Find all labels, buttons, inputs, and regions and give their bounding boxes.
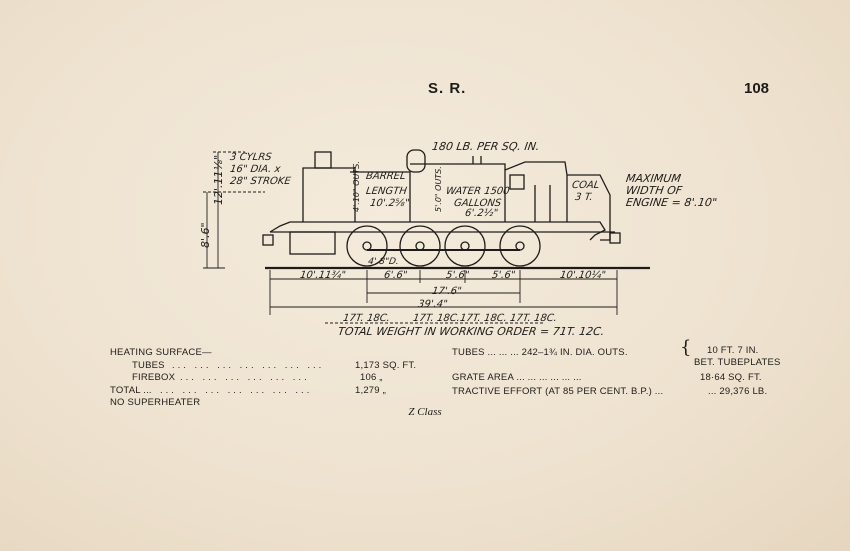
- boiler-pressure-label: 180 LB. PER SQ. IN.: [431, 140, 541, 153]
- wheel-diameter-label: 4'.8"D.: [367, 257, 400, 267]
- tubes-length-value: 10 FT. 7 IN.: [707, 345, 759, 356]
- tubes-leader: ... ... ... ... ... ... ...: [172, 359, 325, 371]
- barrel-length-label: LENGTH: [365, 186, 408, 197]
- axle-load-1: 17T. 18C.: [342, 313, 391, 324]
- boiler-height-label: 8'.6": [199, 222, 212, 248]
- grate-area-value: 18·64 SQ. FT.: [700, 372, 762, 383]
- tubes-value: 1,173 SQ. FT.: [355, 359, 417, 371]
- tractive-effort-value: ... 29,376 LB.: [708, 386, 768, 397]
- total-wheelbase-dim: 17'.6": [431, 286, 463, 297]
- front-overhang-dim: 10'.11¾": [299, 270, 347, 281]
- overall-length-dim: 39'.4": [417, 299, 449, 310]
- tubes-dimensions-label: TUBES ... ... ... 242–1¾ IN. DIA. OUTS.: [452, 347, 628, 358]
- total-leader: ... ... ... ... ... ... ...: [160, 384, 313, 396]
- cylinders-label-2: 16" DIA. x: [229, 164, 282, 175]
- heating-surface-heading: HEATING SURFACE—: [110, 347, 212, 358]
- axle-load-2: 17T. 18C.: [412, 313, 461, 324]
- rear-overhang-dim: 10'.10¼": [559, 270, 607, 281]
- class-caption: Z Class: [408, 406, 442, 418]
- water-capacity-label: WATER 1500: [445, 186, 511, 197]
- firebox-diameter-label: 5'.0" OUTS.: [434, 166, 443, 212]
- tank-length-label: 6'.2½": [464, 208, 499, 219]
- barrel-diameter-label: 4'.10" OUTS.: [352, 161, 361, 212]
- firebox-label: FIREBOX: [132, 372, 176, 383]
- max-width-label-3: ENGINE = 8'.10": [625, 196, 718, 209]
- total-label: TOTAL ...: [110, 384, 152, 396]
- firebox-leader: ... ... ... ... ... ...: [180, 372, 310, 383]
- tubes-length-note: BET. TUBEPLATES: [694, 357, 781, 368]
- wheelbase-dim-2: 5'.6": [445, 270, 471, 281]
- axle-load-4: 17T. 18C.: [509, 313, 558, 324]
- coal-amount-label: 3 T.: [574, 192, 594, 203]
- grate-area-label: GRATE AREA ... ... ... ... ... ...: [452, 372, 582, 383]
- cylinders-label-3: 28" STROKE: [229, 176, 292, 187]
- axle-load-3: 17T. 18C.: [459, 313, 508, 324]
- overall-height-label: 12'.11⅛": [212, 154, 225, 205]
- tractive-effort-label: TRACTIVE EFFORT (AT 85 PER CENT. B.P.) .…: [452, 386, 664, 397]
- tubes-label: TUBES: [132, 359, 165, 371]
- barrel-label: BARREL: [365, 171, 407, 182]
- firebox-value: 106 „: [360, 372, 383, 383]
- cylinders-label-1: 3 CYLRS: [229, 152, 273, 163]
- wheelbase-dim-3: 5'.6": [491, 270, 517, 281]
- locomotive-diagram: [203, 149, 650, 324]
- coal-label: COAL: [571, 180, 601, 191]
- brace: {: [680, 337, 692, 358]
- total-value: 1,279 „: [355, 384, 386, 396]
- total-weight-label: TOTAL WEIGHT IN WORKING ORDER = 71T. 12C…: [337, 325, 606, 338]
- railway-heading: S. R.: [428, 80, 467, 97]
- barrel-length-value: 10'.2⅝": [369, 198, 411, 209]
- wheelbase-dim-1: 6'.6": [383, 270, 409, 281]
- page-number: 108: [744, 80, 770, 97]
- superheater-label: NO SUPERHEATER: [110, 397, 201, 408]
- boiler-specs: TUBES ... ... ... 242–1¾ IN. DIA. OUTS. …: [452, 339, 780, 400]
